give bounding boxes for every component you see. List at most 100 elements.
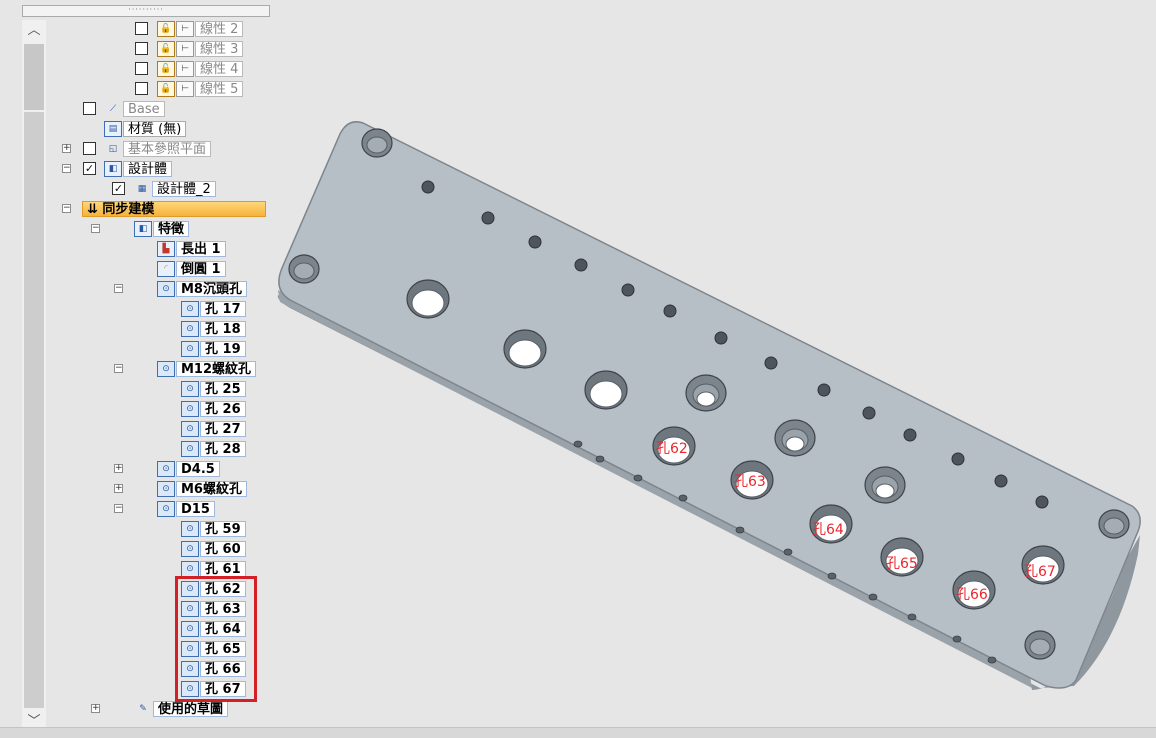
side-hole[interactable]	[783, 548, 793, 556]
visibility-checkbox[interactable]: ✓	[83, 162, 96, 175]
tree-item-design-body-2[interactable]: ▦設計體_2	[133, 180, 216, 198]
hole-bore[interactable]	[589, 380, 623, 408]
corner-thread[interactable]	[293, 262, 315, 280]
collapse-toggle[interactable]: −	[114, 363, 123, 373]
tree-item-material[interactable]: ▤材質 (無)	[104, 120, 187, 138]
corner-thread[interactable]	[1029, 638, 1051, 656]
small-hole[interactable]	[574, 258, 588, 272]
side-hole[interactable]	[907, 613, 917, 621]
side-hole[interactable]	[735, 526, 745, 534]
side-hole[interactable]	[868, 593, 878, 601]
small-hole[interactable]	[817, 383, 831, 397]
hole-bore[interactable]	[735, 470, 769, 498]
tree-item-m8-group[interactable]: ⊙M8沉頭孔	[157, 280, 247, 298]
hole-bore[interactable]	[411, 289, 445, 317]
tree-item-hole[interactable]: ⊙孔 64	[181, 620, 246, 638]
expand-toggle[interactable]: +	[114, 483, 123, 493]
tree-item-hole[interactable]: ⊙孔 25	[181, 380, 246, 398]
small-hole[interactable]	[528, 235, 542, 249]
side-hole[interactable]	[952, 635, 962, 643]
hole-bore[interactable]	[696, 391, 716, 407]
tree-item-hole[interactable]: ⊙孔 26	[181, 400, 246, 418]
expand-toggle[interactable]: +	[62, 143, 71, 153]
hole-bore[interactable]	[657, 436, 691, 464]
tree-item-design-body[interactable]: ◧設計體	[104, 160, 173, 178]
tree-item-round[interactable]: ◜倒圓 1	[157, 260, 226, 278]
tree-item-hole[interactable]: ⊙孔 18	[181, 320, 246, 338]
tree-item-d15-group[interactable]: ⊙D15	[157, 500, 215, 518]
side-hole[interactable]	[678, 494, 688, 502]
visibility-checkbox[interactable]	[135, 22, 148, 35]
tree-item-hole[interactable]: ⊙孔 67	[181, 680, 246, 698]
hole-bore[interactable]	[1026, 555, 1060, 583]
collapse-toggle[interactable]: −	[91, 223, 100, 233]
visibility-checkbox[interactable]	[83, 142, 96, 155]
tree-item-linear[interactable]: 🔓⊢線性 2	[157, 20, 244, 38]
tree-item-hole[interactable]: ⊙孔 27	[181, 420, 246, 438]
collapse-toggle[interactable]: −	[114, 283, 123, 293]
hole-bore[interactable]	[875, 483, 895, 499]
tree-item-linear[interactable]: 🔓⊢線性 3	[157, 40, 244, 58]
tree-item-sync-model[interactable]: ⇊ 同步建模	[82, 200, 266, 218]
tree-item-hole[interactable]: ⊙孔 62	[181, 580, 246, 598]
tree-item-hole[interactable]: ⊙孔 63	[181, 600, 246, 618]
scroll-track[interactable]	[24, 112, 44, 708]
small-hole[interactable]	[621, 283, 635, 297]
tree-item-hole[interactable]: ⊙孔 17	[181, 300, 246, 318]
small-hole[interactable]	[862, 406, 876, 420]
side-hole[interactable]	[987, 656, 997, 664]
tree-item-hole[interactable]: ⊙孔 60	[181, 540, 246, 558]
tree-item-hole[interactable]: ⊙孔 66	[181, 660, 246, 678]
side-hole[interactable]	[633, 474, 643, 482]
scroll-up-arrow-icon[interactable]: ︿	[27, 23, 41, 38]
hole-bore[interactable]	[885, 547, 919, 575]
tree-item-linear[interactable]: 🔓⊢線性 4	[157, 60, 244, 78]
visibility-checkbox[interactable]	[135, 42, 148, 55]
panel-grip-handle[interactable]: ··········	[22, 5, 270, 17]
small-hole[interactable]	[421, 180, 435, 194]
tree-item-d45-group[interactable]: ⊙D4.5	[157, 460, 220, 478]
hole-bore[interactable]	[957, 580, 991, 608]
corner-thread[interactable]	[1103, 517, 1125, 535]
small-hole[interactable]	[903, 428, 917, 442]
visibility-checkbox[interactable]: ✓	[112, 182, 125, 195]
tree-item-m6-group[interactable]: ⊙M6螺紋孔	[157, 480, 247, 498]
side-hole[interactable]	[573, 440, 583, 448]
tree-item-sketches[interactable]: ✎使用的草圖	[134, 700, 229, 718]
small-hole[interactable]	[663, 304, 677, 318]
expand-toggle[interactable]: +	[91, 703, 100, 713]
tree-item-hole[interactable]: ⊙孔 19	[181, 340, 246, 358]
visibility-checkbox[interactable]	[135, 62, 148, 75]
collapse-toggle[interactable]: −	[62, 163, 71, 173]
expand-toggle[interactable]: +	[114, 463, 123, 473]
tree-item-hole[interactable]: ⊙孔 61	[181, 560, 246, 578]
tree-item-hole[interactable]: ⊙孔 65	[181, 640, 246, 658]
small-hole[interactable]	[951, 452, 965, 466]
scroll-down-arrow-icon[interactable]: ﹀	[27, 714, 41, 729]
hole-bore[interactable]	[785, 436, 805, 452]
small-hole[interactable]	[714, 331, 728, 345]
corner-thread[interactable]	[366, 136, 388, 154]
tree-item-m12-group[interactable]: ⊙M12螺紋孔	[157, 360, 257, 378]
collapse-toggle[interactable]: −	[114, 503, 123, 513]
visibility-checkbox[interactable]	[135, 82, 148, 95]
tree-item-base[interactable]: ⟋Base	[104, 100, 165, 118]
tree-item-linear[interactable]: 🔓⊢線性 5	[157, 80, 244, 98]
scroll-thumb[interactable]	[24, 44, 44, 110]
hole-bore[interactable]	[508, 339, 542, 367]
hole-bore[interactable]	[814, 514, 848, 542]
small-hole[interactable]	[1035, 495, 1049, 509]
tree-item-extrude[interactable]: ▙長出 1	[157, 240, 226, 258]
tree-item-hole[interactable]: ⊙孔 28	[181, 440, 246, 458]
tree-item-ref-planes[interactable]: ◱基本參照平面	[104, 140, 212, 158]
small-hole[interactable]	[481, 211, 495, 225]
small-hole[interactable]	[994, 474, 1008, 488]
tree-item-features[interactable]: ◧特徵	[134, 220, 190, 238]
visibility-checkbox[interactable]	[83, 102, 96, 115]
side-hole[interactable]	[595, 455, 605, 463]
small-hole[interactable]	[764, 356, 778, 370]
collapse-toggle[interactable]: −	[62, 203, 71, 213]
side-hole[interactable]	[827, 572, 837, 580]
tree-item-hole[interactable]: ⊙孔 59	[181, 520, 246, 538]
